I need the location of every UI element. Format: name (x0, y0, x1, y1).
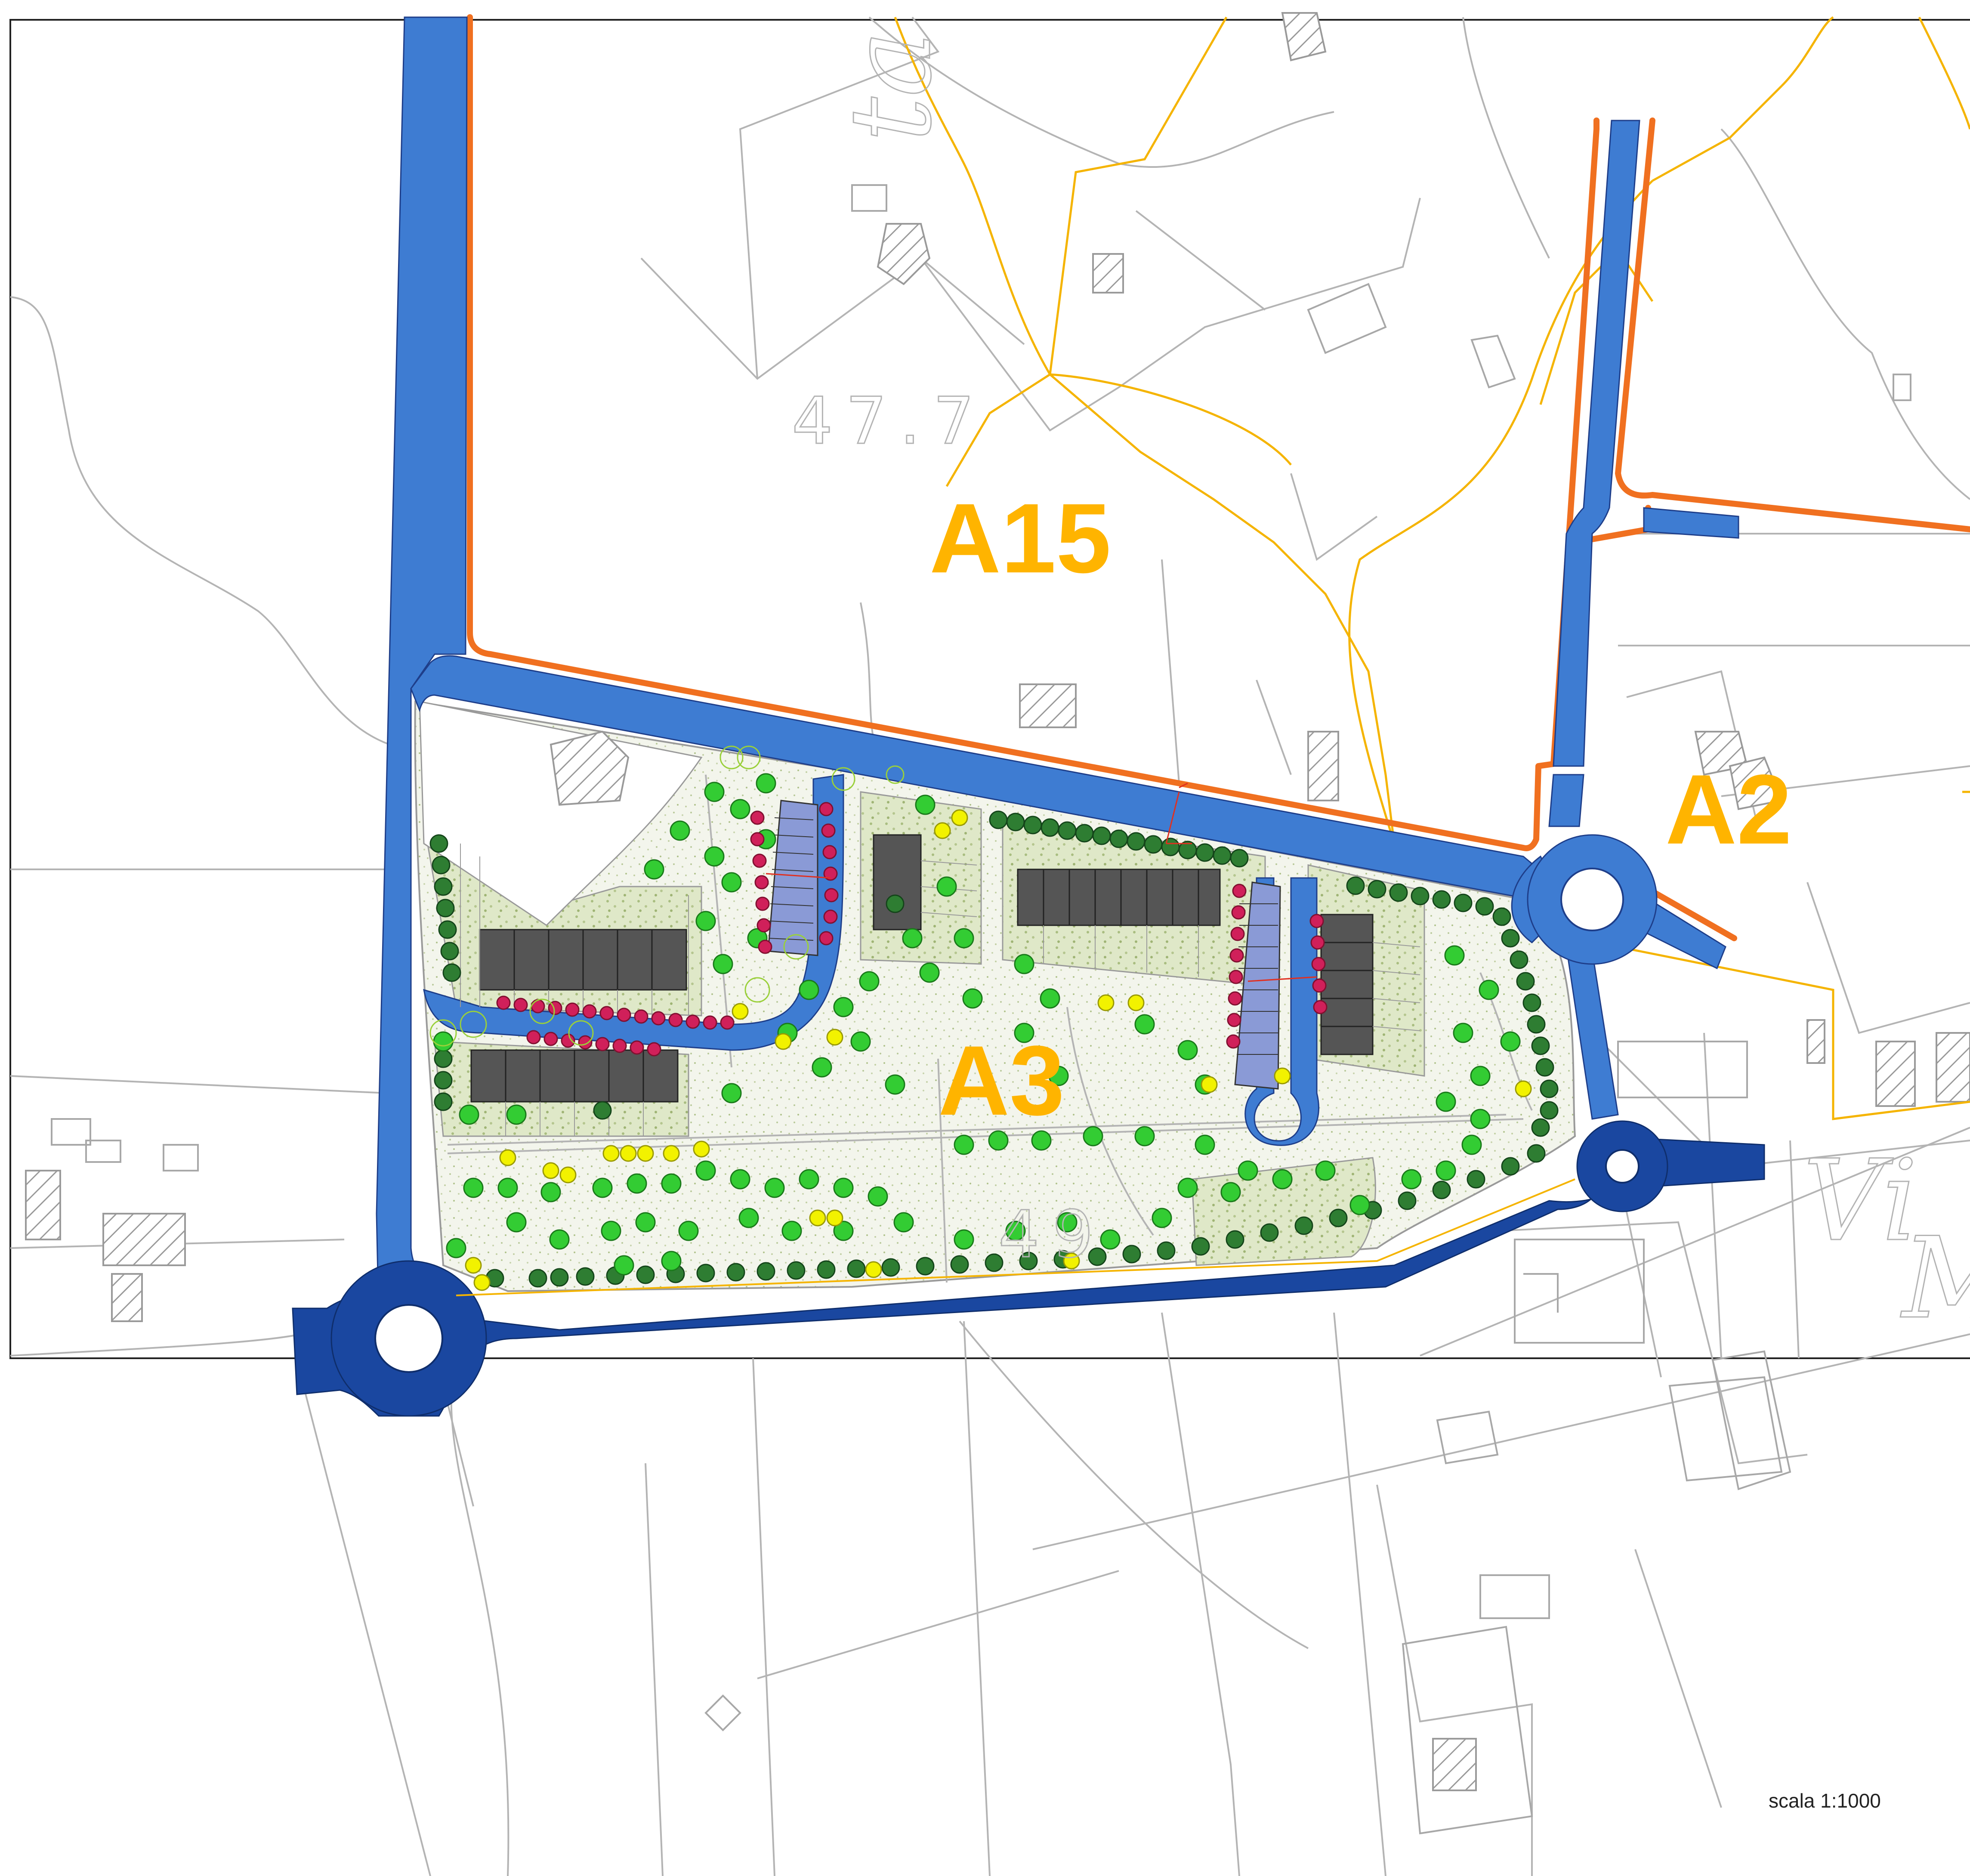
scale-label: scala 1:1000 (1769, 1789, 1881, 1812)
trees-red (496, 802, 1328, 1057)
street-fragment-top: ta (826, 31, 956, 142)
roundabout-se-island (1605, 1149, 1640, 1184)
zone-label-a3: A3 (938, 1025, 1065, 1136)
trees-existing (429, 745, 905, 1047)
building-dividers (505, 869, 1373, 1102)
roundabout-sw-island (374, 1304, 443, 1373)
roads-light (376, 16, 1739, 1318)
trees-dark (429, 810, 1559, 1288)
south-edge-line (456, 1178, 1575, 1296)
trees-yellow (465, 809, 1532, 1291)
zone-label-a15: A15 (929, 483, 1111, 593)
street-fragment-right-2: M (1900, 1214, 1970, 1344)
cadastre-structures (51, 184, 1911, 1835)
zone-label-a2: A2 (1665, 754, 1792, 865)
cadastral-number-south: 49 (998, 1197, 1106, 1272)
parking-stalls (768, 817, 1278, 1055)
roundabout-ne-island (1560, 868, 1624, 931)
plaza-area (419, 701, 703, 926)
street-fragment-right-1: Vi (1803, 1136, 1918, 1266)
plaza-building (550, 730, 630, 806)
trees-light (433, 773, 1521, 1276)
existing-buildings (25, 12, 1970, 1791)
cadastral-number-north: 47.7 (792, 384, 987, 459)
dimension-markers (766, 782, 1317, 982)
cadastre-lines (10, 16, 1970, 1876)
parking-areas (767, 800, 1281, 1090)
